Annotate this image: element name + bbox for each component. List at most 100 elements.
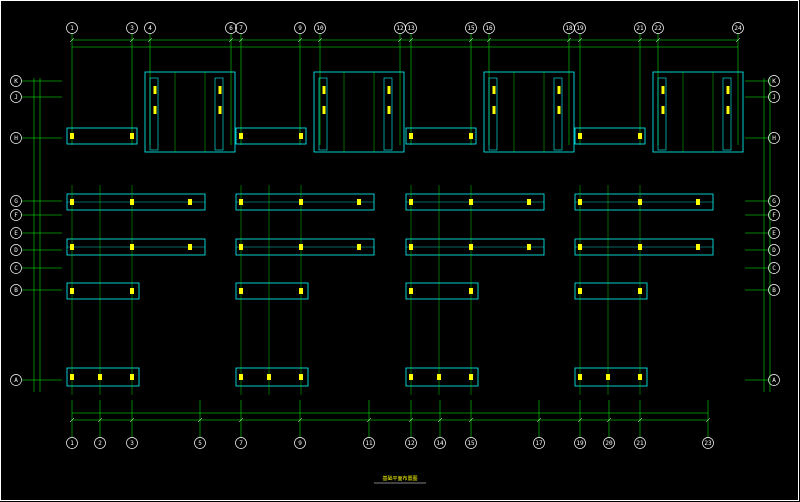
dim-tick-bottom-8 [437,417,443,423]
dim-tick-top-14 [655,37,661,43]
core-column-2-3 [557,106,561,114]
axis-bubble-top-15-circle [465,22,477,34]
dim-tick-top-15 [735,37,741,43]
strip-h-2 [405,127,477,145]
axis-bubble-bottom-1-label: 1 [70,440,74,447]
axis-bubble-bottom-3-circle [126,437,138,449]
axis-bubble-bottom-7-circle [235,437,247,449]
axis-bubble-bottom-15-label: 15 [467,440,475,447]
axis-bubble-top-13-label: 13 [407,25,415,32]
column-2-5 [527,244,531,250]
core-outline-0 [144,71,236,153]
column-3-1 [638,199,642,205]
axis-lines [22,33,768,438]
axis-bubble-right-D-circle [768,244,780,256]
dim-tick-bottom-6 [366,417,372,423]
column-0-9 [130,374,134,380]
axis-bubble-top-1-circle [66,22,78,34]
axis-bubble-right-H-label: H [772,135,776,142]
column-1-10 [267,374,271,380]
strip-a-0 [66,367,140,387]
axis-bubble-top-12-label: 12 [396,25,404,32]
column-0-4 [130,244,134,250]
axis-bubble-bottom-21-label: 21 [636,440,644,447]
column-2-11 [409,133,413,139]
dim-tick-top-9 [468,37,474,43]
strip-b-2 [405,282,479,300]
axis-bubble-top-22-label: 22 [654,25,662,32]
column-1-9 [299,374,303,380]
core-wall-left-3 [657,77,667,151]
dim-tick-bottom-14 [705,417,711,423]
strip-a-1 [235,367,309,387]
core-wall-right-0 [214,77,224,151]
core-outline-1 [313,71,405,153]
column-0-7 [130,288,134,294]
axis-bubble-left-D-label: D [14,247,18,254]
axis-bubble-bottom-19-label: 19 [576,440,584,447]
strip-h-0 [66,127,138,145]
column-markers [70,86,730,380]
core-column-1-2 [387,86,391,94]
dim-tick-top-4 [238,37,244,43]
core-column-0-2 [218,86,222,94]
column-0-3 [70,244,74,250]
dim-tick-top-1 [129,37,135,43]
axis-bubble-bottom-15-circle [465,437,477,449]
column-3-4 [638,244,642,250]
axis-bubble-left-C-circle [10,262,22,274]
foundation-outlines [66,71,744,395]
column-3-10 [606,374,610,380]
column-1-4 [299,244,303,250]
axis-bubble-top-19-circle [574,22,586,34]
axis-bubble-right-K-label: K [772,78,776,85]
axis-bubble-bottom-19-circle [574,437,586,449]
axis-bubble-top-7-circle [235,22,247,34]
axis-bubble-left-E-label: E [14,230,18,237]
dim-tick-bottom-2 [129,417,135,423]
axis-bubble-left-G-label: G [14,198,18,205]
axis-bubble-top-10-circle [314,22,326,34]
core-column-0-3 [218,106,222,114]
core-column-1-0 [322,86,326,94]
column-1-8 [239,374,243,380]
axis-bubble-top-21-label: 21 [636,25,644,32]
axis-bubble-right-H-circle [768,132,780,144]
column-1-5 [357,244,361,250]
column-0-1 [130,199,134,205]
dim-tick-top-13 [637,37,643,43]
column-0-2 [188,199,192,205]
axis-bubble-top-7-label: 7 [239,25,243,32]
axis-bubble-left-D-circle [10,244,22,256]
column-1-0 [239,199,243,205]
axis-bubble-left-J-circle [10,91,22,103]
axis-bubble-right-K-circle [768,75,780,87]
axis-bubble-bottom-23-label: 23 [704,440,712,447]
axis-bubble-top-16-label: 16 [485,25,493,32]
axis-bubble-bottom-9-circle [294,437,306,449]
column-1-1 [299,199,303,205]
axis-bubble-right-C-circle [768,262,780,274]
dim-tick-top-2 [147,37,153,43]
axis-bubble-left-H-label: H [14,135,18,142]
axis-bubble-bottom-17-label: 17 [535,440,543,447]
column-3-3 [578,244,582,250]
axis-bubble-top-13-circle [405,22,417,34]
core-column-0-0 [153,86,157,94]
axis-bubble-right-B-circle [768,284,780,296]
axis-bubble-right-E-circle [768,227,780,239]
dim-tick-bottom-5 [297,417,303,423]
axis-bubble-bottom-5-circle [194,437,206,449]
axis-bubble-right-B-label: B [772,287,776,294]
core-outline-2 [483,71,575,153]
dim-tick-top-0 [69,37,75,43]
axis-bubble-bottom-12-circle [405,437,417,449]
axis-bubble-bottom-9-label: 9 [298,440,302,447]
axis-bubble-left-K-label: K [14,78,18,85]
drawing-title: 基础平面布置图 [382,475,417,482]
dimension-lines [33,37,771,423]
axis-bubble-top-9-label: 9 [298,25,302,32]
axis-bubble-left-B-circle [10,284,22,296]
column-2-7 [469,288,473,294]
